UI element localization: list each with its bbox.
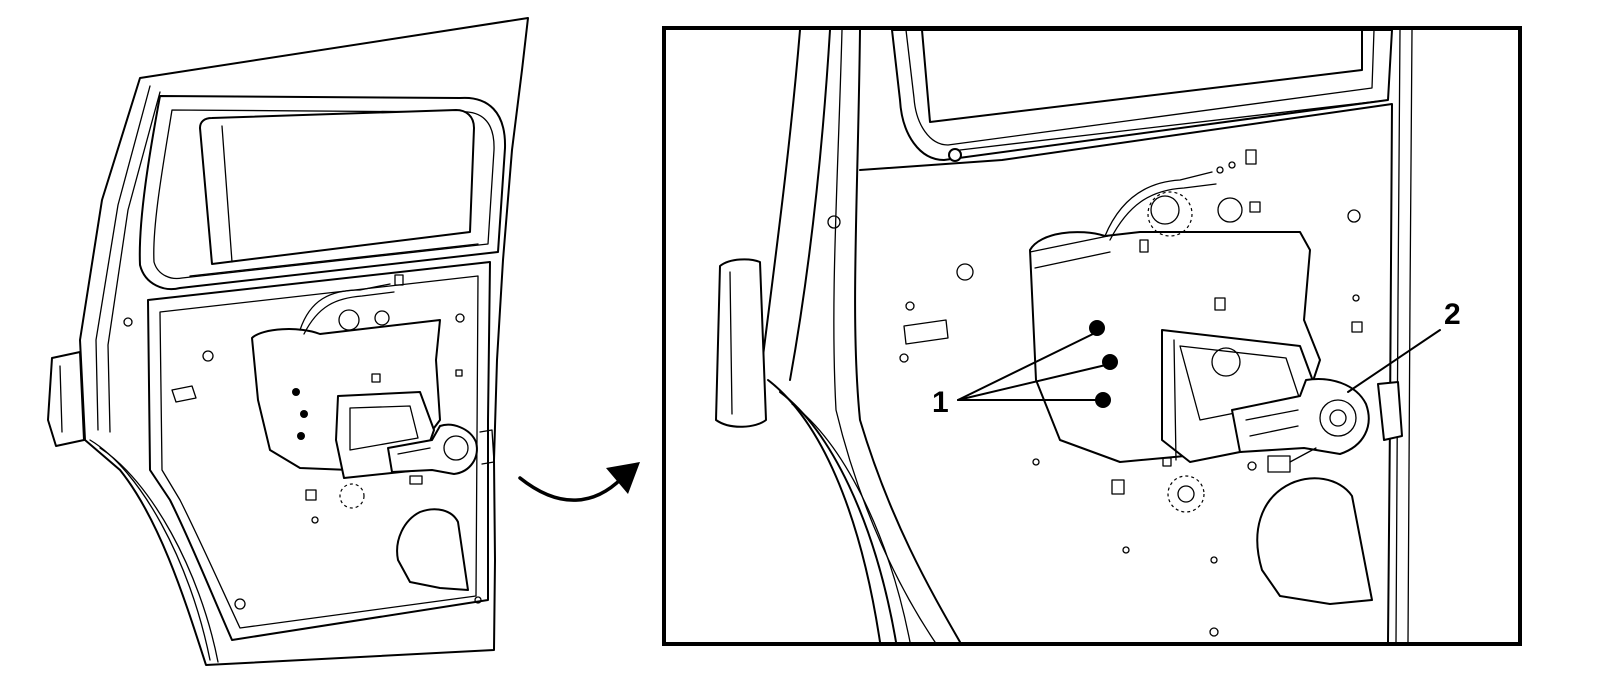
leader-line-2	[1347, 329, 1441, 393]
speaker-grille	[339, 483, 365, 509]
door-overview	[47, 17, 529, 666]
door-flange-line	[107, 91, 161, 433]
detail-window-glass	[921, 29, 1363, 123]
detail-hinge-bracket	[715, 258, 767, 428]
fastener-1c	[1095, 392, 1111, 408]
detail-wiring-harness	[1104, 171, 1213, 237]
callout-2-label: 2	[1444, 298, 1461, 331]
wiring-harness	[299, 283, 391, 331]
regulator-motor	[387, 423, 478, 475]
arrow-head-icon	[606, 462, 640, 494]
fastener-1b	[1102, 354, 1118, 370]
callout-1-label: 1	[932, 386, 949, 419]
detail-speaker-cutout	[1256, 477, 1373, 605]
fastener-1b	[300, 410, 308, 418]
door-hinge-bracket	[47, 351, 85, 447]
detail-door-drawing	[715, 29, 1413, 643]
leader-lines-1	[957, 331, 1111, 401]
window-glass-opening	[199, 109, 475, 265]
zoom-arrow	[518, 462, 640, 502]
detail-fasteners	[1089, 320, 1118, 408]
detail-view: 1 2	[662, 26, 1522, 646]
fastener-1a	[1089, 320, 1105, 336]
door-flange-line	[95, 85, 151, 431]
detail-speaker-grille	[1167, 475, 1205, 513]
speaker-cutout	[396, 508, 469, 591]
fastener-1a	[292, 388, 300, 396]
fastener-1c	[297, 432, 305, 440]
